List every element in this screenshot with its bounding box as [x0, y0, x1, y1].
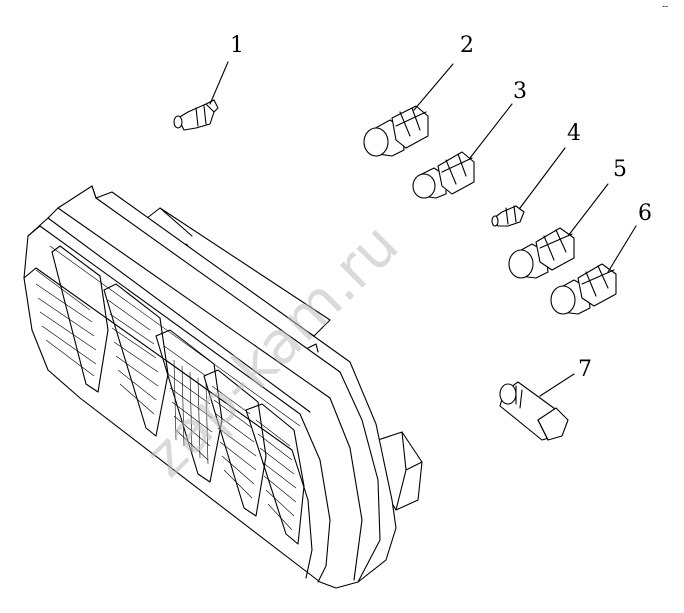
callout-3: 3 [513, 79, 527, 104]
callout-6: 6 [638, 201, 652, 226]
callout-7: 7 [578, 357, 592, 382]
bulb-part-1 [173, 99, 219, 131]
callout-2: 2 [460, 33, 474, 58]
bulb-part-4 [491, 205, 525, 227]
callout-1: 1 [230, 33, 244, 58]
lens-grille [35, 245, 305, 545]
bulb-part-7 [499, 381, 569, 441]
callout-4: 4 [567, 121, 581, 146]
leader-lines [209, 61, 637, 397]
lamp-housing [23, 185, 423, 589]
callout-labels: 1 2 3 4 5 6 7 [230, 33, 652, 382]
bulb-part-5 [508, 227, 575, 279]
bulb-part-6 [550, 263, 617, 315]
bulb-part-2 [363, 105, 429, 157]
corner-mark: -- [662, 2, 668, 12]
bulb-part-3 [412, 151, 475, 199]
callout-5: 5 [613, 157, 627, 182]
